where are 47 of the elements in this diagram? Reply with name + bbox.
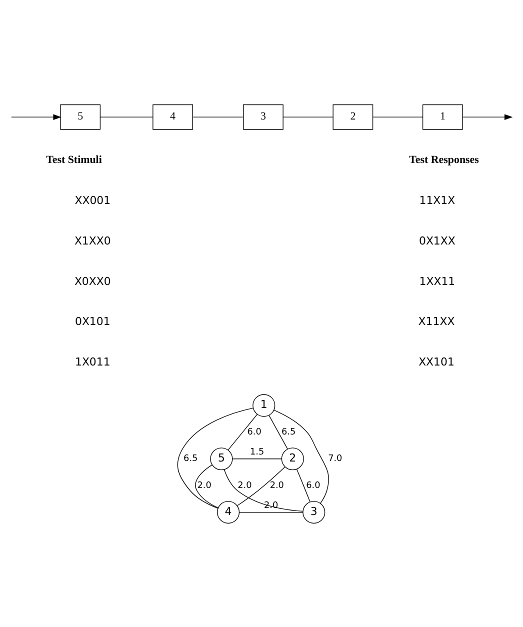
- edge-label: 6.5: [281, 426, 296, 437]
- edge-label: 2.0: [238, 480, 252, 490]
- label: XX001: [74, 193, 111, 206]
- label: 11X1X: [419, 193, 456, 206]
- label: 0X101: [74, 314, 110, 328]
- connector: [236, 466, 286, 506]
- node-box: 5: [60, 104, 101, 130]
- edge-label: 7.0: [328, 454, 342, 464]
- label: 1XX11: [419, 274, 456, 288]
- label: Test Stimuli: [46, 153, 102, 166]
- connector: [238, 511, 304, 512]
- label: X11XX: [418, 314, 455, 328]
- connector: [232, 458, 282, 459]
- node-box: 3: [243, 104, 284, 130]
- label: XX101: [418, 355, 454, 368]
- node-box: 2: [332, 104, 374, 130]
- arrow: [462, 114, 513, 120]
- connector: [296, 468, 310, 502]
- node-circle: 4: [216, 500, 240, 524]
- node-box: 1: [422, 104, 463, 130]
- edge-label: 6.0: [306, 480, 320, 490]
- connector: [268, 414, 288, 449]
- arrow: [11, 114, 62, 120]
- node-circle: 1: [252, 394, 276, 416]
- node-circle: 2: [281, 447, 304, 470]
- node-circle: 3: [302, 500, 326, 524]
- connector: [372, 116, 424, 117]
- label: 0X1XX: [418, 234, 456, 247]
- label: Test Responses: [409, 153, 479, 166]
- node-circle: 5: [210, 447, 233, 470]
- node-box: 4: [152, 104, 193, 130]
- label: X1XX0: [74, 234, 111, 247]
- connector: [100, 116, 153, 117]
- edge-label: 1.5: [250, 446, 264, 457]
- connector: [192, 116, 244, 117]
- edge-label: 6.0: [247, 426, 262, 437]
- edge-label: 2.0: [270, 480, 284, 490]
- label: X0XX0: [74, 274, 111, 288]
- connector: [282, 116, 334, 117]
- connector: [224, 468, 304, 512]
- connector: [195, 464, 218, 508]
- connector: [274, 409, 329, 504]
- edge-label: 2.0: [197, 480, 212, 490]
- connector: [228, 413, 258, 450]
- connector: [177, 407, 254, 508]
- edge-label: 6.5: [184, 454, 198, 464]
- label: 1X011: [74, 355, 110, 368]
